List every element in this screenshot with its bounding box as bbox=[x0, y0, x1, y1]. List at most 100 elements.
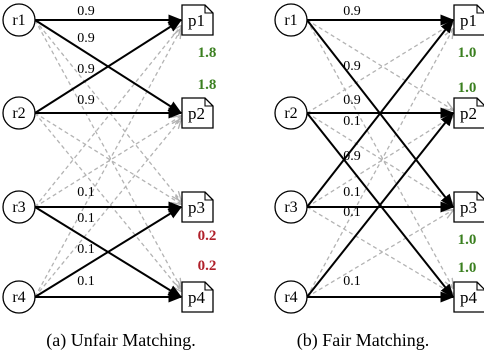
paper-label: p4 bbox=[188, 288, 206, 307]
document-fold bbox=[204, 192, 213, 201]
ranker-circle bbox=[2, 190, 36, 224]
paper-score-p1: 1.0 bbox=[458, 45, 477, 61]
dashed-edge-r3-p2 bbox=[34, 116, 181, 208]
document-fold bbox=[476, 5, 484, 14]
document-fold bbox=[204, 5, 213, 14]
solid-edge-r4-p3 bbox=[34, 206, 183, 298]
paper-score-p2: 1.0 bbox=[458, 80, 477, 96]
solid-edge-r2-p1 bbox=[34, 19, 183, 114]
paper-label: p1 bbox=[460, 11, 477, 30]
ranker-label: r1 bbox=[12, 12, 25, 29]
solid-edge-r3-p1 bbox=[306, 18, 454, 208]
document-fold bbox=[204, 98, 213, 107]
solid-edges: 0.9 0.9 0.9 0.9 0.1 0.1 0.1 0.1 bbox=[34, 4, 183, 303]
edge-weight-label: 0.1 bbox=[77, 274, 95, 289]
edge-weight-label: 0.1 bbox=[77, 185, 95, 200]
ranker-node-r4: r4 bbox=[274, 280, 308, 314]
paper-score-p2: 1.8 bbox=[198, 77, 217, 93]
dashed-edge-r4-p3 bbox=[306, 210, 453, 298]
paper-score-p3: 1.0 bbox=[458, 232, 477, 248]
ranker-label: r3 bbox=[284, 199, 297, 216]
edge-weight-label: 0.9 bbox=[343, 59, 361, 74]
dashed-edges bbox=[306, 19, 453, 298]
document-fold bbox=[476, 98, 484, 107]
dashed-edge-r3-p4 bbox=[306, 206, 453, 294]
paper-node-p3: p3 bbox=[453, 191, 484, 223]
dashed-edge-r4-p1 bbox=[34, 29, 181, 298]
caption-unfair-matching: (a) Unfair Matching. bbox=[46, 330, 196, 350]
edge-weight-label: 0.1 bbox=[343, 274, 361, 289]
paper-node-p3: p3 bbox=[181, 191, 214, 223]
edge-weight-label: 0.9 bbox=[77, 31, 95, 46]
dashed-edge-r1-p2 bbox=[306, 19, 453, 110]
ranker-label: r2 bbox=[12, 105, 25, 122]
solid-edges: 0.9 0.9 0.9 0.9 0.1 0.1 0.1 0.1 bbox=[306, 4, 455, 303]
ranker-node-r1: r1 bbox=[2, 3, 36, 37]
document-fold bbox=[204, 282, 213, 291]
paper-score-p4: 0.2 bbox=[198, 258, 217, 274]
edge-weight-label: 0.9 bbox=[343, 149, 361, 164]
paper-label: p2 bbox=[188, 104, 205, 123]
ranker-label: r4 bbox=[284, 289, 297, 306]
edge-weight-label: 0.1 bbox=[343, 205, 361, 220]
dashed-edge-r1-p3 bbox=[34, 19, 181, 201]
ranker-label: r3 bbox=[12, 199, 25, 216]
paper-score-p4: 1.0 bbox=[458, 260, 477, 276]
paper-score-p3: 0.2 bbox=[198, 228, 217, 244]
paper-score-p1: 1.8 bbox=[198, 45, 217, 61]
edge-weight-label: 0.9 bbox=[343, 93, 361, 108]
ranker-node-r2: r2 bbox=[274, 96, 308, 130]
dashed-edges bbox=[34, 19, 181, 298]
caption-fair-matching: (b) Fair Matching. bbox=[296, 330, 430, 350]
paper-label: p3 bbox=[188, 198, 205, 217]
document-fold bbox=[476, 192, 484, 201]
ranker-label: r1 bbox=[284, 12, 297, 29]
dashed-edge-r2-p1 bbox=[306, 23, 453, 114]
paper-node-p4: p4 bbox=[453, 281, 484, 313]
dashed-edge-r2-p3 bbox=[34, 112, 181, 204]
ranker-circle bbox=[2, 3, 36, 37]
ranker-label: r4 bbox=[12, 289, 25, 306]
dashed-edge-r4-p1 bbox=[306, 29, 453, 298]
ranker-node-r3: r3 bbox=[274, 190, 308, 224]
paper-node-p2: p2 bbox=[453, 97, 484, 129]
ranker-node-r4: r4 bbox=[2, 280, 36, 314]
panel-fair-matching: 0.9 0.9 0.9 0.9 0.1 0.1 0.1 0.1 r1 r2 r3 r4 p1 p2 p3 p4… bbox=[274, 3, 484, 314]
dashed-edge-r1-p4 bbox=[306, 19, 453, 288]
dashed-edge-r2-p3 bbox=[306, 112, 453, 204]
edge-weight-label: 0.1 bbox=[77, 211, 95, 226]
paper-node-p4: p4 bbox=[181, 281, 214, 313]
ranker-label: r2 bbox=[284, 105, 297, 122]
dashed-edge-r1-p4 bbox=[34, 19, 181, 288]
dashed-edge-r3-p2 bbox=[306, 116, 453, 208]
edge-weight-label: 0.1 bbox=[343, 185, 361, 200]
ranker-circle bbox=[2, 96, 36, 130]
paper-label: p1 bbox=[188, 11, 205, 30]
panel-unfair-matching: 0.9 0.9 0.9 0.9 0.1 0.1 0.1 0.1 r1 r2 r3 r4 p1 p2 p3 p4… bbox=[2, 3, 217, 314]
paper-node-p1: p1 bbox=[453, 4, 484, 36]
edge-weight-label: 0.1 bbox=[343, 114, 361, 129]
ranker-node-r3: r3 bbox=[2, 190, 36, 224]
paper-node-p1: p1 bbox=[181, 4, 214, 36]
paper-label: p3 bbox=[460, 198, 477, 217]
edge-weight-label: 0.9 bbox=[77, 62, 95, 77]
solid-edge-r4-p2 bbox=[306, 111, 454, 298]
edge-weight-label: 0.9 bbox=[343, 4, 361, 19]
paper-label: p2 bbox=[460, 104, 477, 123]
dashed-edge-r3-p1 bbox=[34, 26, 181, 208]
ranker-node-r1: r1 bbox=[274, 3, 308, 37]
edge-weight-label: 0.1 bbox=[77, 242, 95, 257]
ranker-circle bbox=[2, 280, 36, 314]
ranker-circle bbox=[274, 3, 308, 37]
ranker-node-r2: r2 bbox=[2, 96, 36, 130]
ranker-circle bbox=[274, 280, 308, 314]
ranker-circle bbox=[274, 190, 308, 224]
edge-weight-label: 0.9 bbox=[77, 4, 95, 19]
paper-label: p4 bbox=[460, 288, 478, 307]
document-fold bbox=[476, 282, 484, 291]
ranker-circle bbox=[274, 96, 308, 130]
dashed-edge-r2-p4 bbox=[34, 112, 181, 291]
edge-weight-label: 0.9 bbox=[77, 93, 95, 108]
paper-node-p2: p2 bbox=[181, 97, 214, 129]
